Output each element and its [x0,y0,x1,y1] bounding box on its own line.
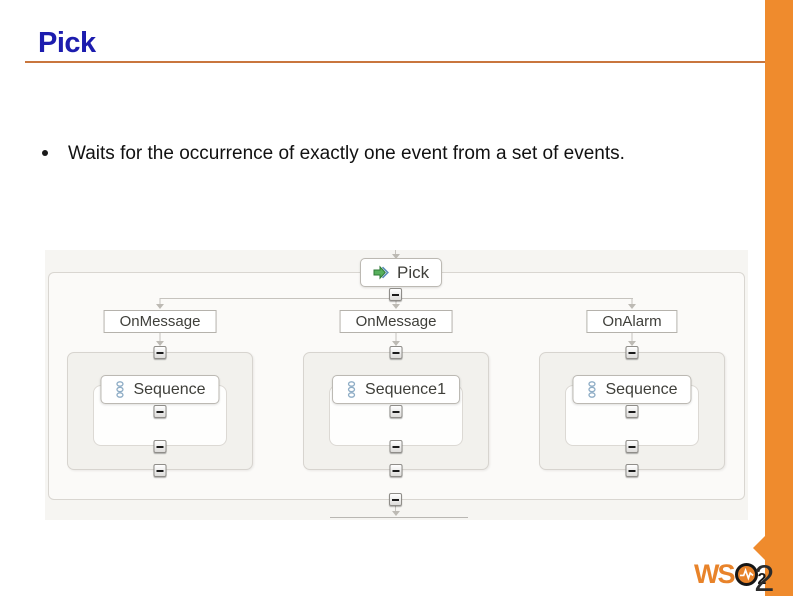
bullet-text: Waits for the occurrence of exactly one … [68,143,625,164]
collapse-toggle[interactable] [389,405,403,418]
wso2-logo-text: WS [694,559,735,589]
connector-line [631,298,633,305]
arrow-down-icon [628,341,636,346]
sequence-node[interactable]: Sequence [572,375,692,404]
collapse-toggle[interactable] [153,464,167,477]
event-label[interactable]: OnAlarm [586,310,678,333]
connector-line [395,298,397,305]
connector-line [395,333,397,342]
pick-node[interactable]: Pick [360,258,443,287]
collapse-toggle[interactable] [625,405,639,418]
sequence-icon [116,381,124,398]
collapse-toggle[interactable] [389,288,402,301]
slide-title: Pick [38,27,96,59]
connector-line [159,298,161,305]
arrow-down-icon [392,254,400,259]
arrow-down-icon [392,341,400,346]
accent-bar-notch [753,536,765,560]
collapse-toggle[interactable] [153,440,167,453]
pick-branch: OnMessage Sequence [42,298,278,478]
collapse-toggle[interactable] [389,464,403,477]
bpel-diagram-panel: Pick OnMessage Sequence OnMessage [45,250,748,520]
collapse-toggle[interactable] [625,464,639,477]
collapse-toggle[interactable] [389,493,402,506]
arrow-down-icon [392,304,400,309]
wso2-logo-sub2: 2 [757,570,767,588]
accent-bar [765,0,793,596]
arrow-down-icon [628,304,636,309]
connector-line [159,333,161,342]
arrow-down-icon [392,511,400,516]
collapse-toggle[interactable] [625,346,639,359]
arrow-down-icon [156,304,164,309]
collapse-toggle[interactable] [153,346,167,359]
collapse-toggle[interactable] [389,440,403,453]
connector-line [395,250,396,255]
sequence-label: Sequence [605,380,678,398]
pick-icon [373,265,389,280]
sequence-icon [347,381,356,398]
next-activity-edge [330,517,468,518]
pick-label: Pick [397,262,430,282]
wso2-logo-circle-icon [734,563,758,586]
event-label[interactable]: OnMessage [339,310,453,333]
pick-branch: OnMessage Sequence1 [278,298,514,478]
sequence-label: Sequence1 [365,380,446,398]
arrow-down-icon [156,341,164,346]
sequence-label: Sequence [133,380,206,398]
pick-branch: OnAlarm Sequence [514,298,750,478]
sequence-node[interactable]: Sequence [100,375,220,404]
sequence-node[interactable]: Sequence1 [332,375,460,404]
bullet-item: Waits for the occurrence of exactly one … [42,141,742,167]
collapse-toggle[interactable] [389,346,403,359]
sequence-icon [588,381,596,398]
page-number: 2 [754,558,775,599]
bullet-marker [42,150,48,156]
event-label[interactable]: OnMessage [103,310,217,333]
connector-line [395,506,396,512]
connector-line [631,333,633,342]
collapse-toggle[interactable] [153,405,167,418]
title-underline [25,61,765,63]
collapse-toggle[interactable] [625,440,639,453]
wso2-logo: WS 2 [694,559,766,590]
